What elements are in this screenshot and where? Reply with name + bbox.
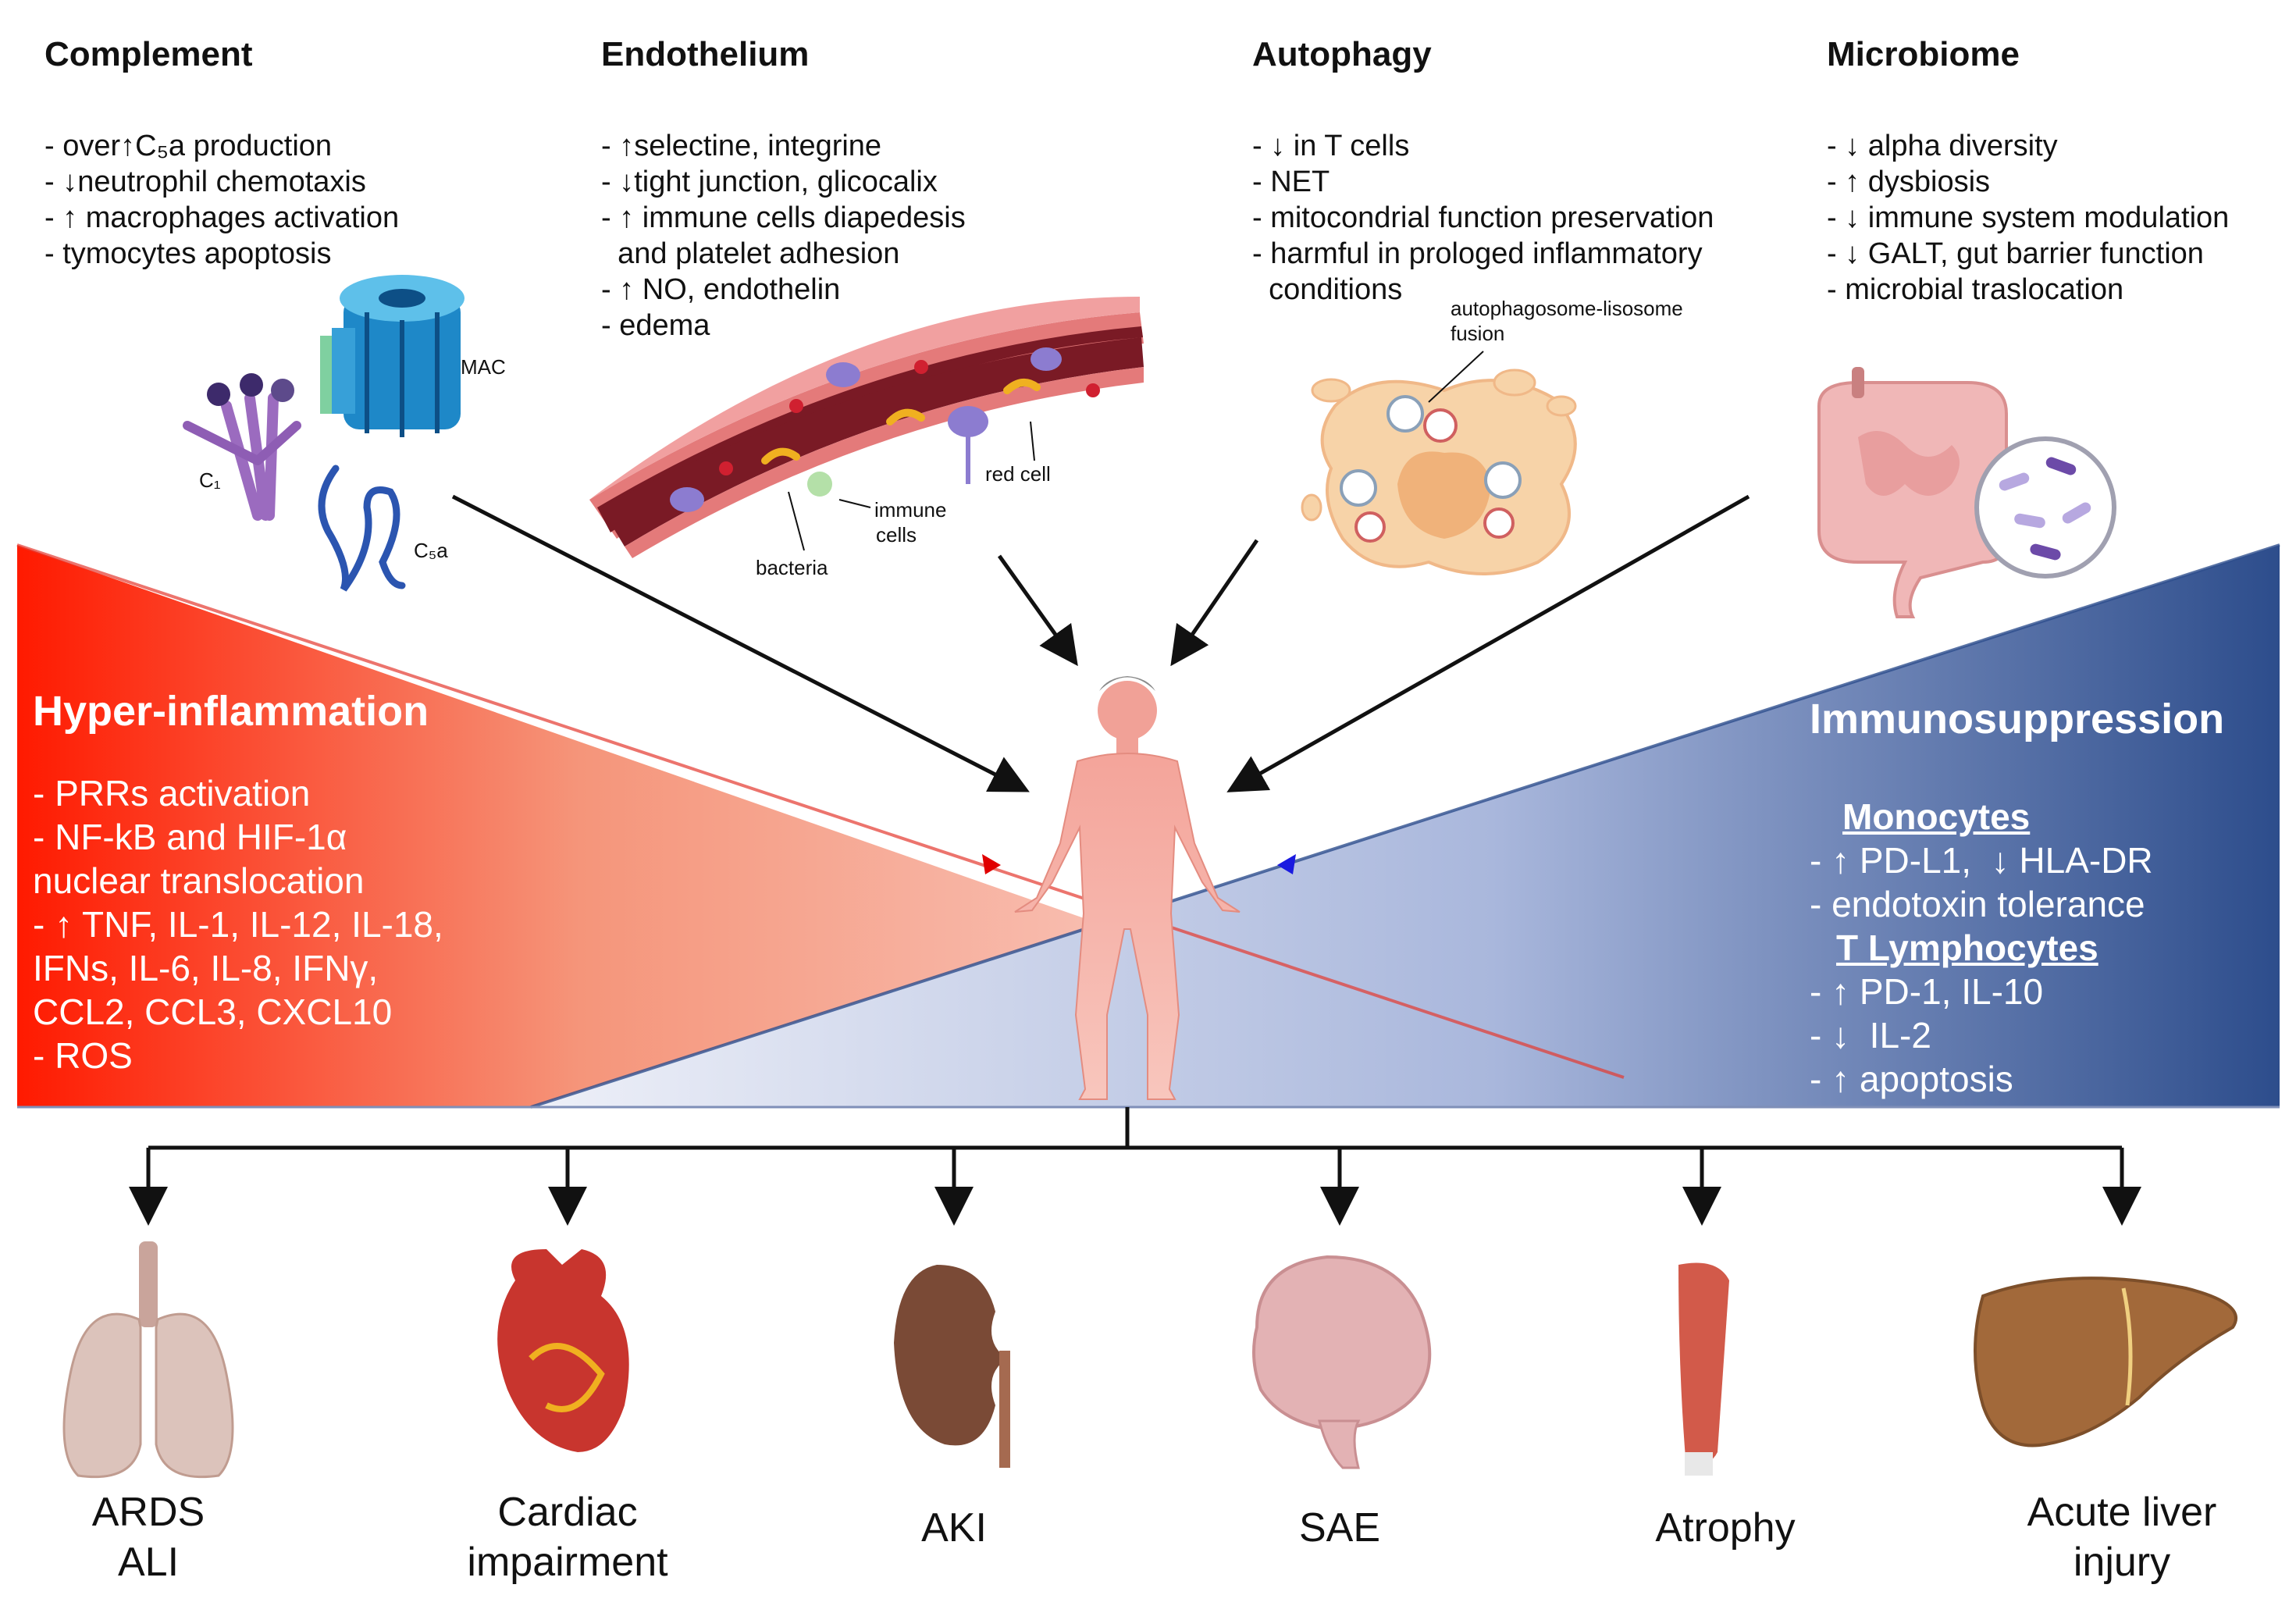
muscle-icon [1678, 1262, 1729, 1476]
immune-cells-label-1: immune [874, 498, 947, 522]
list-item: - ↓ in T cells [1252, 130, 1410, 162]
list-item: CCL2, CCL3, CXCL10 [33, 992, 393, 1032]
c5a-label: C₅a [414, 539, 448, 562]
c5a-protein-icon [318, 465, 406, 592]
autophagy-list: - ↓ in T cells - NET - mitocondrial func… [1252, 128, 1714, 308]
bacteria-magnifier-icon [1974, 436, 2116, 579]
endothelium-list: - ↑selectine, integrine - ↓tight junctio… [601, 128, 966, 344]
hyper-inflammation-list: - PRRs activation - NF-kB and HIF-1α nuc… [33, 771, 443, 1077]
mac-complex-icon [320, 275, 465, 437]
human-body-icon [1014, 676, 1241, 1100]
monocytes-heading: Monocytes [1842, 796, 2031, 837]
list-item: and platelet adhesion [601, 237, 900, 270]
list-item: - NET [1252, 166, 1330, 198]
list-item: - PRRs activation [33, 773, 311, 814]
list-item: - ↑ TNF, IL-1, IL-12, IL-18, [33, 904, 443, 945]
list-item: - ↓ immune system modulation [1827, 201, 2230, 234]
outcome-label: Acute liver [2027, 1490, 2217, 1535]
list-item: - ↓tight junction, glicocalix [601, 166, 938, 198]
outcome-atrophy: Atrophy [1608, 1503, 1842, 1553]
blue-pointer-icon [1277, 854, 1296, 874]
list-item: - ↑ dysbiosis [1827, 166, 1991, 198]
immunosuppression-title: Immunosuppression [1810, 696, 2225, 742]
list-item: - ↑ NO, endothelin [601, 273, 841, 306]
complement-title: Complement [44, 35, 253, 73]
bacteria-label: bacteria [756, 556, 828, 579]
t-lymphocytes-heading: T Lymphocytes [1836, 928, 2098, 968]
blood-vessel-icon [589, 297, 1144, 558]
kidney-icon [894, 1265, 1010, 1468]
fusion-label-1: autophagosome-lisosome [1451, 297, 1683, 320]
list-item: - ↓neutrophil chemotaxis [44, 166, 366, 198]
outcome-label: impairment [467, 1540, 668, 1585]
list-item: - mitocondrial function preservation [1252, 201, 1714, 234]
outcome-label: AKI [921, 1505, 987, 1551]
list-item: IFNs, IL-6, IL-8, IFNγ, [33, 948, 379, 988]
outcome-cardiac-impairment: Cardiac impairment [443, 1487, 692, 1587]
outcome-acute-liver-injury: Acute liver injury [1981, 1487, 2262, 1587]
list-item: - over↑C₅a production [44, 130, 333, 162]
fusion-label-2: fusion [1451, 322, 1505, 345]
list-item: - ↑ apoptosis [1810, 1059, 2013, 1099]
list-item: - ROS [33, 1035, 133, 1076]
list-item: - edema [601, 309, 710, 342]
list-item: - ↓ alpha diversity [1827, 130, 2058, 162]
list-item: - ↓ IL-2 [1810, 1015, 1931, 1056]
brain-icon [1252, 1255, 1432, 1469]
red-pointer-icon [982, 854, 1001, 874]
list-item: - ↑ PD-1, IL-10 [1810, 971, 2044, 1012]
outcome-label: Atrophy [1655, 1505, 1796, 1551]
list-item: - ↑selectine, integrine [601, 130, 882, 162]
heart-icon [497, 1249, 629, 1452]
immunosuppression-list: Monocytes - ↑ PD-L1, ↓ HLA-DR - endotoxi… [1810, 795, 2153, 1101]
list-item: - harmful in prologed inflammatory [1252, 237, 1703, 270]
outcome-label: Cardiac [497, 1490, 638, 1535]
list-item: conditions [1252, 273, 1403, 306]
intestine-icon [1817, 367, 2008, 618]
immune-cells-label-2: cells [876, 523, 917, 547]
outcome-aki: AKI [876, 1503, 1032, 1553]
outcome-ards-ali: ARDS ALI [70, 1487, 226, 1587]
list-item: - ↓ GALT, gut barrier function [1827, 237, 2204, 270]
list-item: - tymocytes apoptosis [44, 237, 332, 270]
outcome-label: injury [2073, 1540, 2171, 1585]
outcome-label: ALI [117, 1540, 180, 1585]
red-cell-label: red cell [985, 462, 1051, 486]
list-item: - ↑ macrophages activation [44, 201, 400, 234]
autophagy-title: Autophagy [1252, 35, 1432, 73]
mac-label: MAC [461, 355, 506, 379]
hyper-inflammation-title: Hyper-inflammation [33, 688, 429, 735]
outcome-label: SAE [1298, 1505, 1381, 1551]
microbiome-list: - ↓ alpha diversity - ↑ dysbiosis - ↓ im… [1827, 128, 2229, 308]
outcome-sae: SAE [1262, 1503, 1418, 1553]
outcome-label: ARDS [91, 1490, 205, 1535]
list-item: - endotoxin tolerance [1810, 884, 2145, 924]
liver-icon [1974, 1277, 2237, 1447]
lungs-icon [62, 1241, 234, 1479]
autophagy-cell-icon [1301, 369, 1577, 575]
microbiome-title: Microbiome [1827, 35, 2020, 73]
list-item: - microbial traslocation [1827, 273, 2124, 306]
c1-label: C₁ [199, 468, 221, 492]
endothelium-title: Endothelium [601, 35, 810, 73]
list-item: - NF-kB and HIF-1α [33, 817, 347, 857]
list-item: - ↑ PD-L1, ↓ HLA-DR [1810, 840, 2153, 881]
list-item: nuclear translocation [33, 860, 365, 901]
list-item: - ↑ immune cells diapedesis [601, 201, 966, 234]
c1-complex-icon [183, 373, 301, 521]
complement-list: - over↑C₅a production - ↓neutrophil chem… [44, 128, 399, 272]
